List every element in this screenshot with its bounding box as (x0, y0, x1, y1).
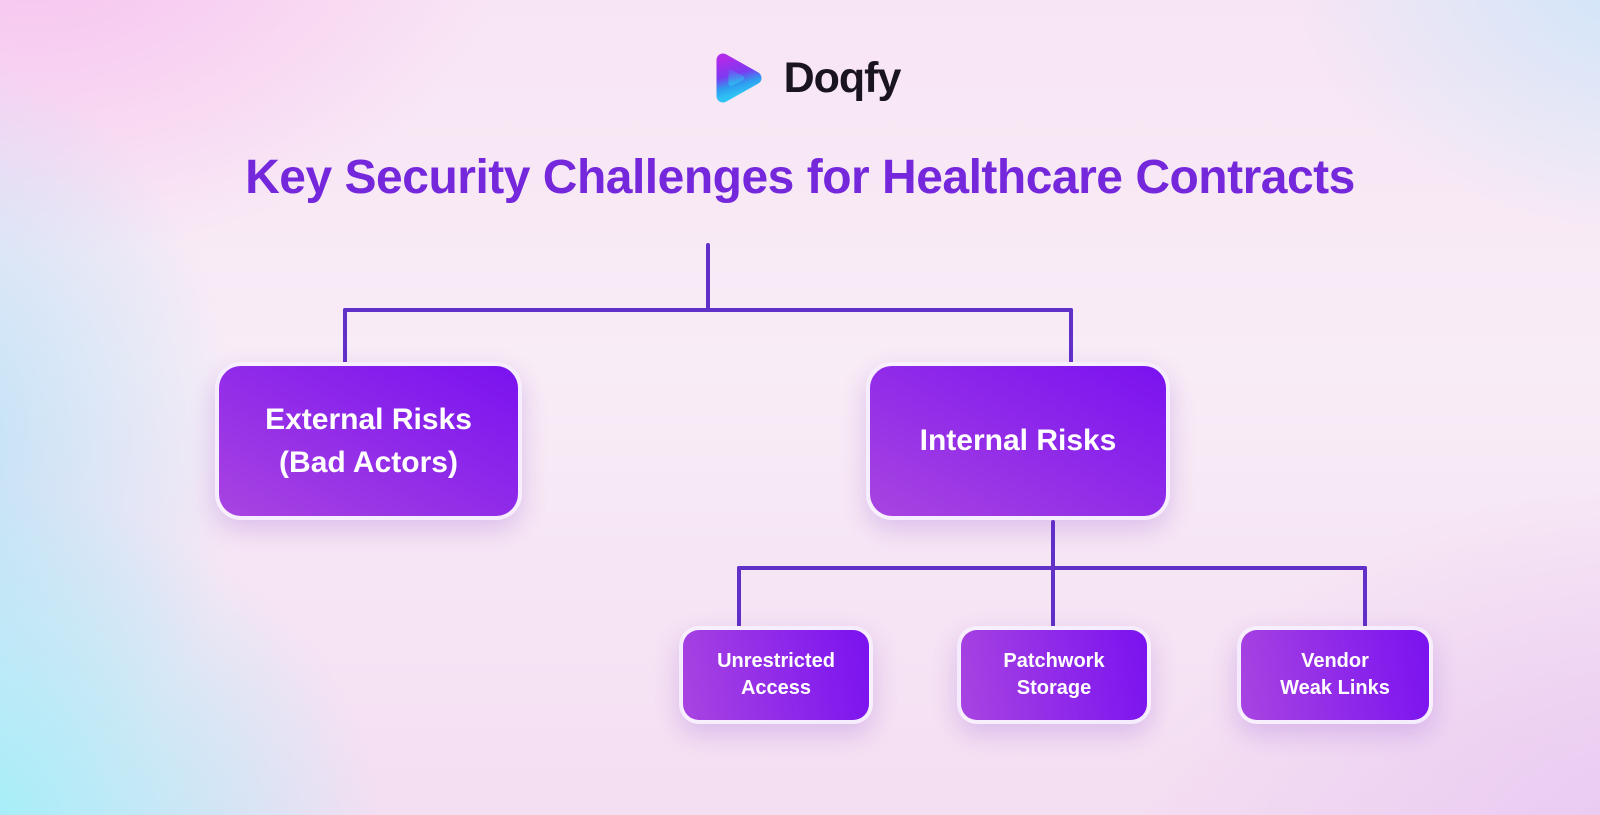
node-label-line: Storage (1016, 677, 1092, 699)
node-unrestricted-access: Unrestricted Access (679, 626, 873, 724)
node-label-line: External Risks (265, 402, 472, 436)
node-patchwork-storage: Patchwork Storage (957, 626, 1151, 724)
brand-name: Doqfy (783, 53, 902, 102)
page-title: Key Security Challenges for Healthcare C… (245, 151, 1355, 204)
connector-drop-vendor-weak-links (1363, 566, 1367, 628)
node-label-line: Unrestricted (717, 650, 835, 672)
node-vendor-weak-links: Vendor Weak Links (1237, 626, 1433, 724)
connector-drop-patchwork-storage (1051, 566, 1055, 628)
node-label-line: (Bad Actors) (279, 446, 458, 479)
node-label-line: Patchwork (1003, 650, 1105, 672)
node-external-risks: External Risks (Bad Actors) (215, 362, 522, 520)
node-label-line: Weak Links (1280, 677, 1390, 699)
connector-level1-bar (343, 308, 1073, 312)
node-internal-risks: Internal Risks (866, 362, 1170, 520)
node-label-line: Vendor (1301, 650, 1369, 672)
connector-internal-risks-stem (1051, 520, 1055, 570)
connector-drop-external-risks (343, 308, 347, 364)
connector-drop-internal-risks (1069, 308, 1073, 364)
connector-title-stem (706, 243, 710, 310)
node-label-line: Internal Risks (919, 424, 1117, 458)
node-label-line: Access (740, 677, 812, 699)
doqfy-logo: Doqfy (0, 44, 1600, 112)
doqfy-play-icon (716, 53, 762, 103)
connector-drop-unrestricted-access (737, 566, 741, 628)
